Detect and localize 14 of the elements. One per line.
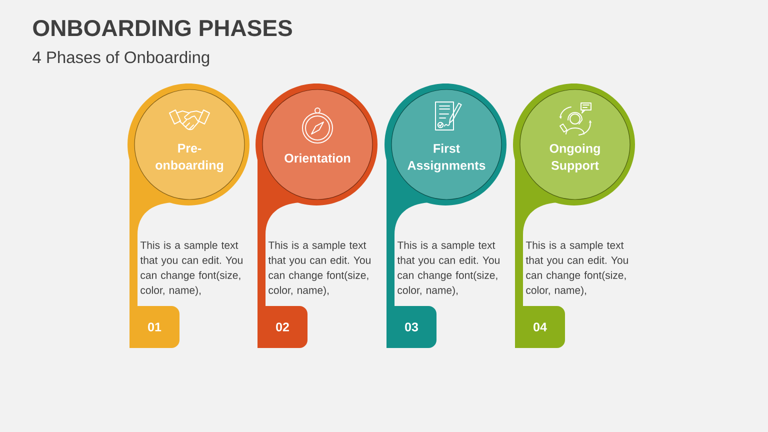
number-tab: 03 <box>386 306 436 348</box>
node-label: 01 <box>148 322 162 332</box>
number-tab: 01 <box>130 306 180 348</box>
subtitle: 4 Phases of Onboarding <box>32 51 210 66</box>
number-tab: 02 <box>258 306 308 348</box>
title: ONBOARDING PHASES <box>33 20 292 36</box>
node-label: This is a sample text that you can edit. You can change font(size, color, name), <box>140 241 242 296</box>
number-tab: 04 <box>515 306 565 348</box>
node-label: This is a sample text that you can edit. You can change font(size, color, name), <box>397 241 500 296</box>
node-label: 03 <box>405 322 418 332</box>
node-label: This is a sample text that you can edit. You can change font(size, color, name), <box>268 241 370 296</box>
node-label: 04 <box>534 322 547 332</box>
node-label: This is a sample text that you can edit. You can change font(size, color, name), <box>526 241 628 296</box>
node-label: 02 <box>276 322 289 332</box>
